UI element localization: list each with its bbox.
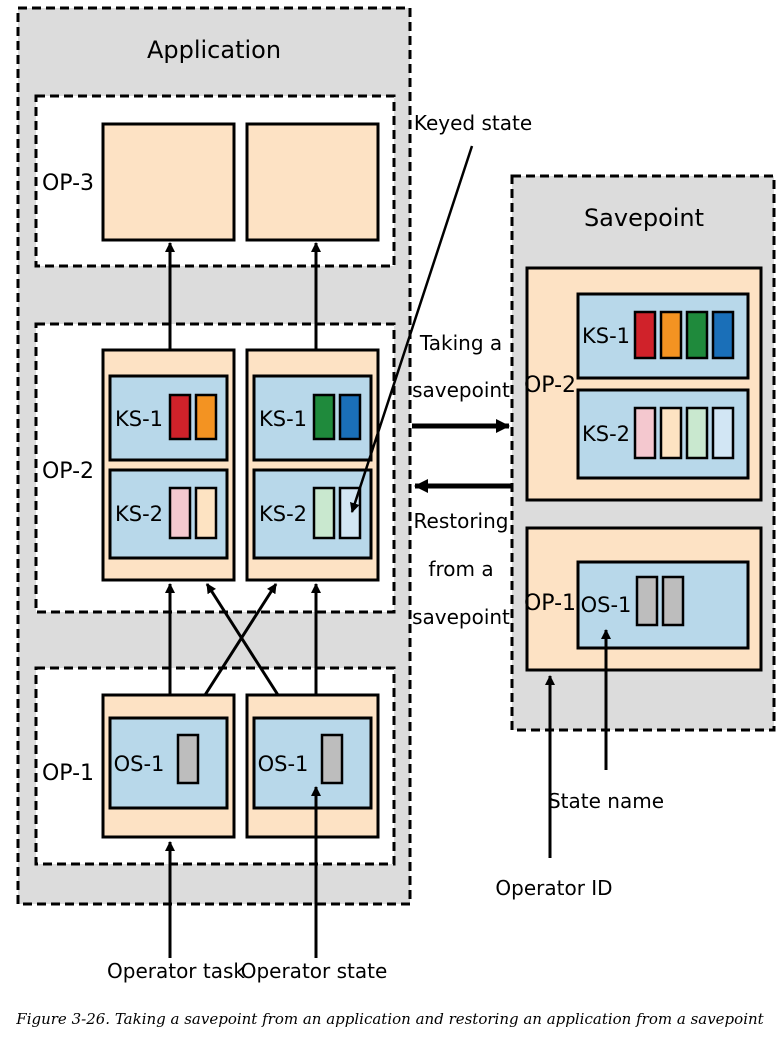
operator-id-label: Operator ID [495, 876, 612, 900]
state-cell-gray [176, 733, 200, 785]
state-cell-pink [168, 486, 192, 540]
state-cell-light-peach [659, 406, 683, 460]
op2-task2-ks2-label: KS-2 [259, 502, 307, 526]
restoring-label-line2: from a [428, 557, 493, 581]
flow-arrow-cross [205, 583, 280, 696]
op2-task1-ks2-label: KS-2 [115, 502, 163, 526]
savepoint-diagram: Application OP-3 OP-2 KS-1 KS-2 KS-1 KS-… [16, 6, 776, 983]
savepoint-op1-label: OP-1 [524, 591, 576, 616]
operator-state-label: Operator state [241, 959, 388, 983]
state-cell-red [168, 393, 192, 441]
op1-task1-os1-label: OS-1 [114, 752, 165, 776]
savepoint-os1-label: OS-1 [581, 593, 632, 617]
state-cell-gray [635, 575, 659, 627]
application-title: Application [147, 36, 281, 64]
restoring-label-line1: Restoring [414, 509, 509, 533]
figure-caption: Figure 3-26. Taking a savepoint from an … [16, 1010, 764, 1028]
op2-task1-ks1-label: KS-1 [115, 407, 163, 431]
state-cell-green [685, 310, 709, 360]
state-cell-blue [711, 310, 735, 360]
savepoint-ks2-label: KS-2 [582, 422, 630, 446]
state-cell-blue [338, 393, 362, 441]
op3-label: OP-3 [42, 171, 94, 196]
state-cell-orange [659, 310, 683, 360]
state-cell-light-blue [711, 406, 735, 460]
state-cell-pink [633, 406, 657, 460]
op3-task-2 [245, 122, 380, 242]
state-cell-green [312, 393, 336, 441]
taking-label-line2: savepoint [412, 378, 510, 402]
state-cell-gray [661, 575, 685, 627]
state-cell-light-green [312, 486, 336, 540]
flow-arrow-cross [203, 583, 278, 696]
op2-task2-ks1-label: KS-1 [259, 407, 307, 431]
state-cell-light-peach [194, 486, 218, 540]
op1-task2-os1-label: OS-1 [258, 752, 309, 776]
restoring-label-line3: savepoint [412, 605, 510, 629]
op1-label: OP-1 [42, 761, 94, 786]
operator-task-label: Operator task [107, 959, 245, 983]
savepoint-op2-label: OP-2 [524, 373, 576, 398]
savepoint-title: Savepoint [584, 204, 704, 232]
op3-task-1 [101, 122, 236, 242]
keyed-state-pointer [350, 145, 474, 513]
state-cell-orange [194, 393, 218, 441]
taking-label-line1: Taking a [419, 331, 502, 355]
op2-label: OP-2 [42, 459, 94, 484]
state-cell-light-green [685, 406, 709, 460]
state-name-label: State name [548, 789, 664, 813]
state-cell-gray [320, 733, 344, 785]
keyed-state-label: Keyed state [414, 111, 532, 135]
op1-task1-os1 [108, 716, 229, 810]
savepoint-ks1-label: KS-1 [582, 324, 630, 348]
state-cell-red [633, 310, 657, 360]
